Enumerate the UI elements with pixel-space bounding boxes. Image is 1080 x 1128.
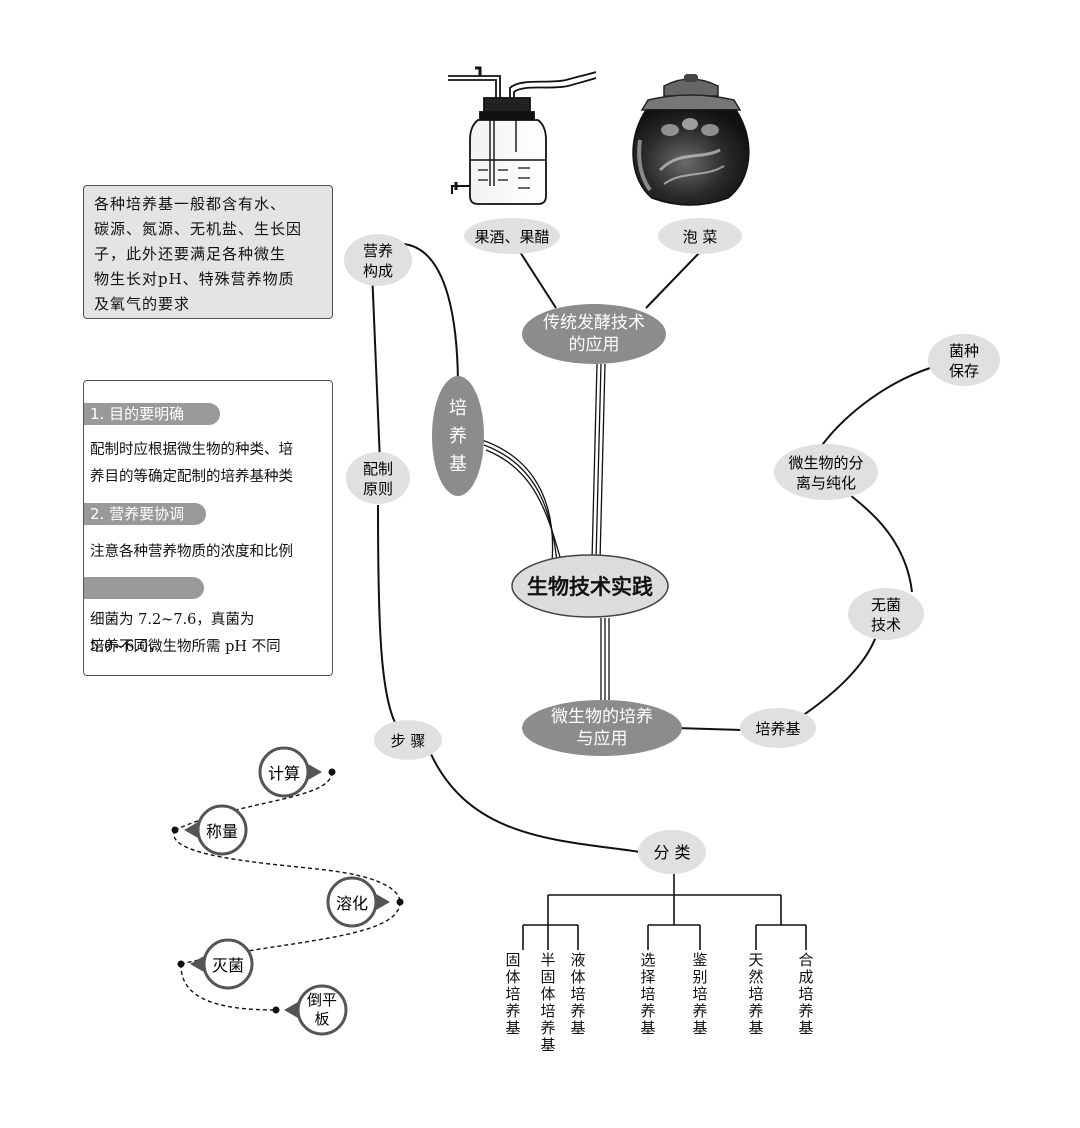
center-node-label: 生物技术实践: [527, 575, 653, 599]
node-medium-c1: 培: [449, 398, 467, 419]
node-isolation-line1: 微生物的分: [788, 454, 863, 472]
category-label: 合成培养基: [798, 951, 814, 1037]
node-sterile-line1: 无菌: [871, 596, 901, 614]
step-dissolve[interactable]: 溶化: [326, 876, 390, 928]
node-fermentation[interactable]: 传统发酵技术 的应用: [522, 304, 666, 364]
nutrition-info-box: 各种培养基一般都含有水、 碳源、氮源、无机盐、生长因 子，此外还要满足各种微生 …: [83, 185, 333, 319]
principle-text-3b: 培养不同微生物所需 pH 不同: [90, 639, 281, 655]
node-micro-culture-line2: 与应用: [577, 729, 628, 749]
node-preserve-line1: 菌种: [949, 342, 979, 360]
connector-nutrition-principle: [371, 269, 381, 463]
node-culture-medium-label: 培养基: [755, 720, 800, 738]
node-classify-label: 分 类: [653, 843, 690, 862]
node-principle-line1: 配制: [363, 460, 393, 478]
node-nutrition-line2: 构成: [363, 262, 393, 280]
node-wine[interactable]: 果酒、果醋: [464, 218, 560, 254]
principle-text-1a: 配制时应根据微生物的种类、培: [90, 442, 293, 458]
category-label: 天然培养基: [748, 951, 764, 1037]
connector-nutrition: [403, 243, 459, 389]
category-label: 选择培养基: [640, 951, 656, 1037]
principle-info-box: 1. 目的要明确 配制时应根据微生物的种类、培 养目的等确定配制的培养基种类 2…: [83, 380, 333, 676]
connector-principle-steps: [377, 504, 399, 729]
node-sterile[interactable]: 无菌 技术: [848, 588, 924, 640]
info-line: 子，此外还要满足各种微生: [94, 245, 287, 263]
connector-micro-culture: [675, 727, 743, 731]
step-calculate[interactable]: 计算: [258, 746, 322, 798]
node-micro-culture[interactable]: 微生物的培养 与应用: [522, 700, 682, 756]
step-calculate-label: 计算: [268, 764, 300, 783]
principle-heading-1: 1. 目的要明确: [84, 403, 220, 425]
node-steps[interactable]: 步 骤: [374, 720, 442, 760]
info-line: 各种培养基一般都含有水、: [94, 195, 287, 213]
category-label: 固体培养基: [505, 951, 521, 1037]
node-nutrition-line1: 营养: [363, 242, 393, 260]
node-fermentation-line1: 传统发酵技术: [543, 313, 645, 333]
category-label: 鉴别培养基: [692, 951, 708, 1037]
node-isolation[interactable]: 微生物的分 离与纯化: [774, 444, 878, 500]
principle-text-1b: 养目的等确定配制的培养基种类: [90, 469, 293, 485]
connector-sterile-isolation: [845, 491, 913, 593]
trunk-lines: [481, 363, 610, 700]
node-preserve-line2: 保存: [949, 362, 979, 380]
node-kimchi[interactable]: 泡 菜: [658, 218, 742, 254]
connector-wine: [519, 251, 557, 309]
principle-text-3a: 细菌为 7.2~7.6，真菌为 5.0~6.0，: [90, 612, 255, 655]
node-steps-label: 步 骤: [391, 732, 426, 750]
node-medium-c2: 养: [449, 426, 467, 447]
info-line: 碳源、氮源、无机盐、生长因: [94, 220, 303, 238]
fermentation-bottle-illustration: [448, 66, 597, 205]
node-fermentation-line2: 的应用: [569, 335, 620, 355]
node-wine-label: 果酒、果醋: [474, 228, 549, 246]
step-flow-connectors: [173, 771, 401, 1011]
info-line: 物生长对pH、特殊营养物质: [94, 270, 295, 288]
principle-heading-3-blank: [84, 577, 204, 599]
info-line: 及氧气的要求: [94, 295, 191, 313]
node-medium[interactable]: 培 养 基: [432, 376, 484, 496]
category-tree: [522, 874, 807, 950]
node-micro-culture-line1: 微生物的培养: [551, 707, 653, 727]
node-nutrition[interactable]: 营养 构成: [344, 234, 412, 286]
node-preserve[interactable]: 菌种 保存: [928, 334, 1000, 386]
principle-heading-2: 2. 营养要协调: [84, 503, 206, 525]
center-node[interactable]: 生物技术实践: [511, 554, 669, 618]
step-sterilize[interactable]: 灭菌: [190, 938, 254, 990]
category-label: 半固体培养基: [540, 951, 556, 1054]
step-weigh[interactable]: 称量: [184, 804, 248, 856]
node-culture-medium[interactable]: 培养基: [740, 708, 816, 748]
connectors: [371, 243, 931, 853]
step-sterilize-label: 灭菌: [212, 956, 244, 975]
connector-isolation-preserve: [819, 367, 931, 449]
step-pour-plate-label: 倒平板: [307, 991, 337, 1028]
principle-text-2: 注意各种营养物质的浓度和比例: [90, 544, 293, 560]
node-kimchi-label: 泡 菜: [683, 228, 718, 246]
node-medium-c3: 基: [449, 454, 467, 475]
step-weigh-label: 称量: [206, 822, 238, 841]
node-isolation-line2: 离与纯化: [796, 474, 856, 492]
connector-steps-classify: [429, 751, 641, 853]
node-sterile-line2: 技术: [871, 616, 901, 634]
step-pour-plate[interactable]: 倒平板: [284, 984, 348, 1036]
node-principle[interactable]: 配制 原则: [346, 452, 410, 504]
step-flow-dots: [171, 768, 404, 1014]
kimchi-jar-illustration: [632, 74, 750, 206]
category-label: 液体培养基: [570, 951, 586, 1037]
node-classify[interactable]: 分 类: [638, 830, 706, 874]
connector-kimchi: [645, 251, 701, 309]
node-principle-line2: 原则: [363, 480, 393, 498]
connector-culture-sterile: [801, 629, 879, 717]
step-dissolve-label: 溶化: [336, 894, 368, 913]
